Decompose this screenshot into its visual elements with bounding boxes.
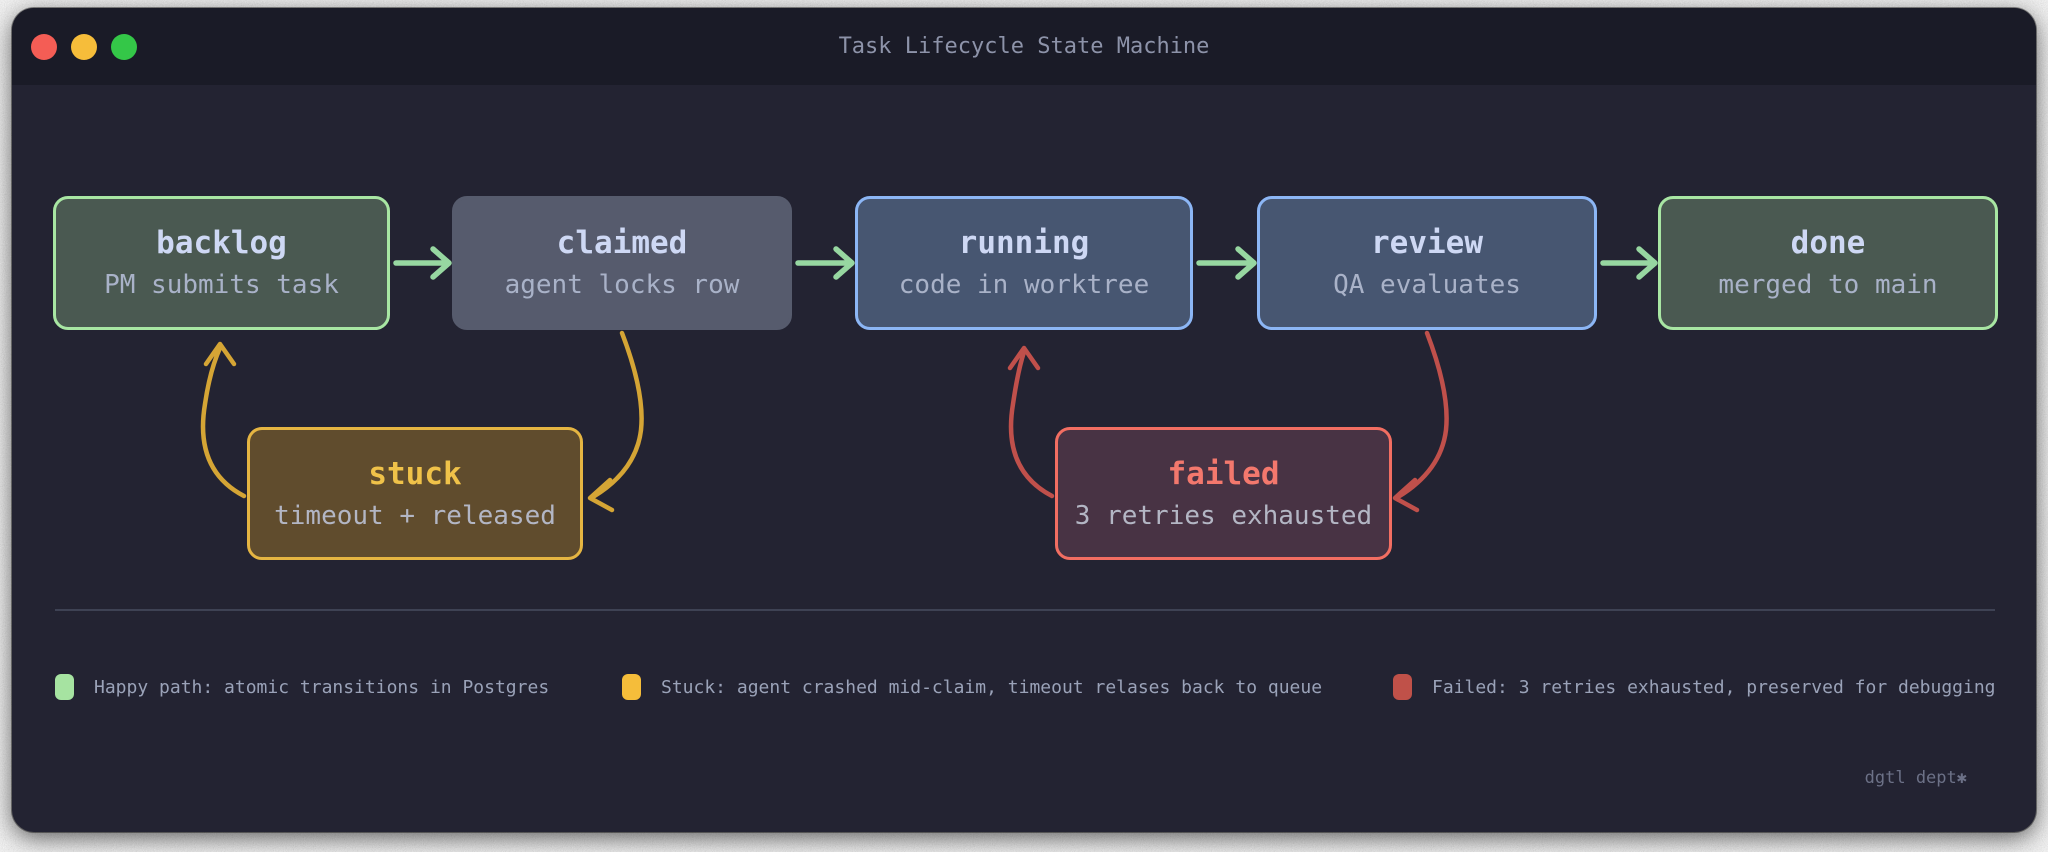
minimize-button[interactable] xyxy=(71,33,97,60)
state-sublabel: agent locks row xyxy=(504,270,740,300)
state-label: running xyxy=(958,225,1090,261)
arrow-failed-to-running xyxy=(1007,345,1055,499)
state-node-failed: failed 3 retries exhausted xyxy=(1055,427,1392,560)
legend-swatch-amber xyxy=(622,674,641,700)
window-titlebar: Task Lifecycle State Machine xyxy=(12,8,2036,85)
arrow-review-to-failed xyxy=(1392,330,1449,513)
state-sublabel: QA evaluates xyxy=(1333,270,1521,300)
arrow-backlog-to-claimed xyxy=(393,246,452,280)
state-label: review xyxy=(1371,225,1483,261)
window-title: Task Lifecycle State Machine xyxy=(838,34,1210,59)
state-node-done: done merged to main xyxy=(1658,196,1998,330)
legend-text: Stuck: agent crashed mid-claim, timeout … xyxy=(661,676,1323,698)
state-node-running: running code in worktree xyxy=(855,196,1193,330)
zoom-button[interactable] xyxy=(111,33,137,60)
state-sublabel: code in worktree xyxy=(898,270,1150,300)
legend-text: Happy path: atomic transitions in Postgr… xyxy=(94,676,550,698)
state-label: backlog xyxy=(156,225,287,261)
state-sublabel: PM submits task xyxy=(104,270,339,300)
legend-swatch-green xyxy=(55,674,74,700)
arrow-stuck-to-backlog xyxy=(200,341,247,499)
state-label: claimed xyxy=(556,225,688,261)
transition-arrows xyxy=(200,246,1658,513)
traffic-lights xyxy=(31,33,137,60)
diagram-canvas: backlog PM submits task claimed agent lo… xyxy=(12,8,2036,832)
arrow-review-to-done xyxy=(1600,246,1658,280)
state-label: failed xyxy=(1167,455,1280,492)
app-window: Task Lifecycle State Machine backlo xyxy=(12,8,2036,832)
legend-item-happy-path: Happy path: atomic transitions in Postgr… xyxy=(55,674,549,700)
state-sublabel: 3 retries exhausted xyxy=(1074,500,1373,531)
state-label: done xyxy=(1790,225,1866,261)
arrow-claimed-to-stuck xyxy=(587,330,644,513)
close-button[interactable] xyxy=(31,33,57,60)
arrow-claimed-to-running xyxy=(795,246,855,280)
state-node-claimed: claimed agent locks row xyxy=(452,196,792,330)
legend-divider xyxy=(55,609,1995,611)
state-node-backlog: backlog PM submits task xyxy=(53,196,390,330)
legend-item-stuck: Stuck: agent crashed mid-claim, timeout … xyxy=(622,674,1322,700)
state-node-review: review QA evaluates xyxy=(1257,196,1597,330)
state-sublabel: timeout + released xyxy=(274,500,556,531)
arrow-running-to-review xyxy=(1196,246,1257,280)
state-label: stuck xyxy=(368,455,462,492)
state-sublabel: merged to main xyxy=(1718,270,1938,300)
legend-item-failed: Failed: 3 retries exhausted, preserved f… xyxy=(1393,674,1996,700)
state-node-stuck: stuck timeout + released xyxy=(247,427,583,560)
legend-swatch-red xyxy=(1393,674,1412,700)
watermark: dgtl dept✱ xyxy=(1864,768,1967,788)
legend-text: Failed: 3 retries exhausted, preserved f… xyxy=(1432,676,1996,698)
